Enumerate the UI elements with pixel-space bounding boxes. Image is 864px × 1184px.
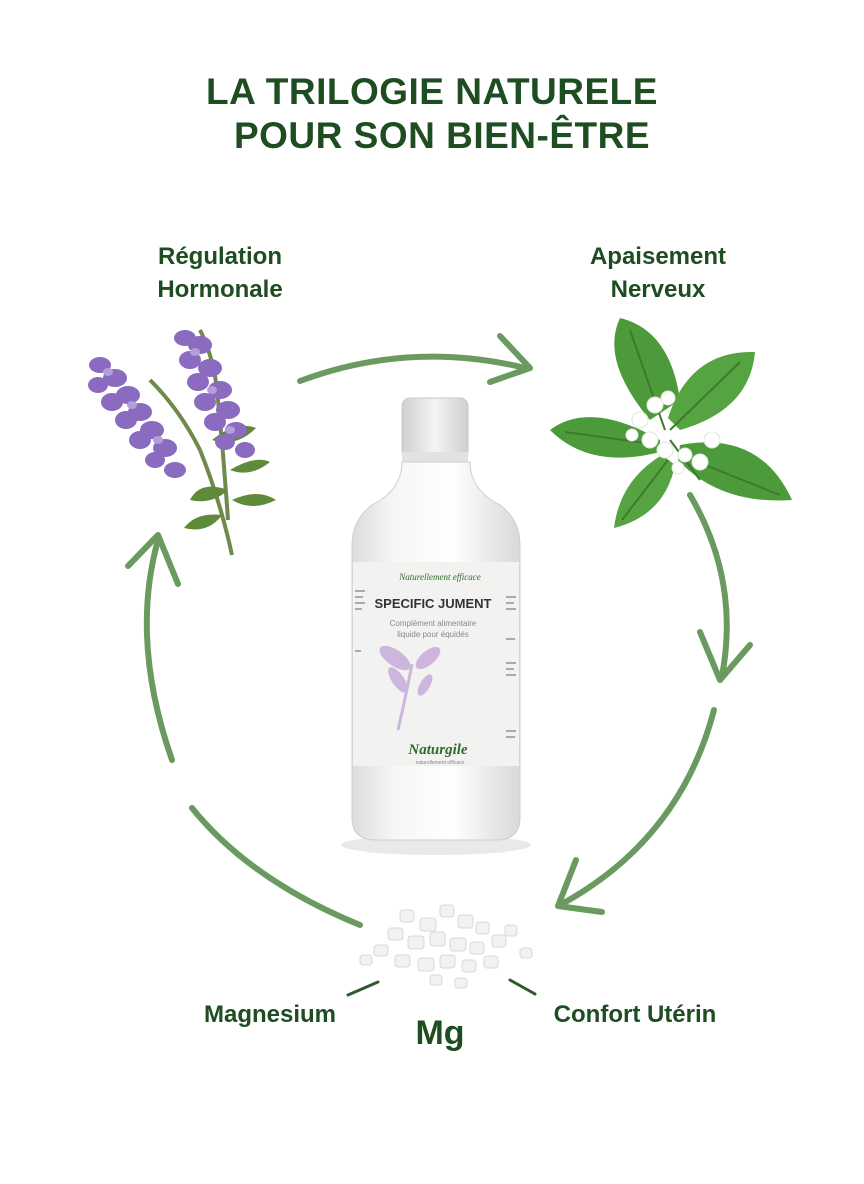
mint-leaves-icon xyxy=(550,318,792,528)
arrow-bottom-right-head xyxy=(555,857,605,915)
arrow-top-head xyxy=(487,333,533,385)
bottle-brand: Naturgile xyxy=(407,742,468,758)
arrow-left-head xyxy=(125,532,181,587)
magnesium-symbol: Mg xyxy=(415,1014,465,1052)
benefit-nervous-calm: Apaisement Nerveux xyxy=(553,240,763,306)
arrow-right-head xyxy=(697,629,753,683)
page-title-line-2: POUR SON BIEN-ÊTRE xyxy=(233,115,651,156)
benefit-uterine-comfort: Confort Utérin xyxy=(553,1001,717,1028)
benefit-nervous-line-1: Apaisement xyxy=(589,243,727,270)
magnesium-crystals-icon xyxy=(359,904,533,989)
magnesium-connector-lines xyxy=(346,978,537,997)
benefit-hormonal-regulation: Régulation Hormonale xyxy=(120,240,320,306)
benefit-nervous-line-2: Nerveux xyxy=(610,276,706,303)
benefit-magnesium: Magnesium xyxy=(203,1001,337,1028)
product-bottle: Naturellement efficace SPECIFIC JUMENT C… xyxy=(341,397,531,855)
arrow-right xyxy=(687,492,730,679)
lavender-sprig-icon xyxy=(88,329,276,556)
bottle-brand-tagline: naturellement efficace xyxy=(416,760,465,766)
cycle-arrows-icon xyxy=(125,333,753,928)
arrow-top xyxy=(297,353,528,384)
bottle-side-text xyxy=(355,590,516,738)
page-title-line-1: LA TRILOGIE NATURELE xyxy=(206,71,658,112)
arrow-bottom-left xyxy=(189,805,363,928)
dragonfly-logo-icon xyxy=(379,645,441,731)
bottle-tagline: Naturellement efficace xyxy=(398,572,480,582)
benefit-hormonal-line-1: Régulation xyxy=(158,243,282,270)
bottle-product-name: SPECIFIC JUMENT xyxy=(374,596,491,611)
bottle-subtitle-1: Complément alimentaire xyxy=(390,619,477,628)
arrow-left xyxy=(143,537,175,763)
benefit-hormonal-line-2: Hormonale xyxy=(157,276,283,303)
arrow-bottom-right xyxy=(557,707,717,908)
bottle-subtitle-2: liquide pour équidés xyxy=(397,630,469,639)
